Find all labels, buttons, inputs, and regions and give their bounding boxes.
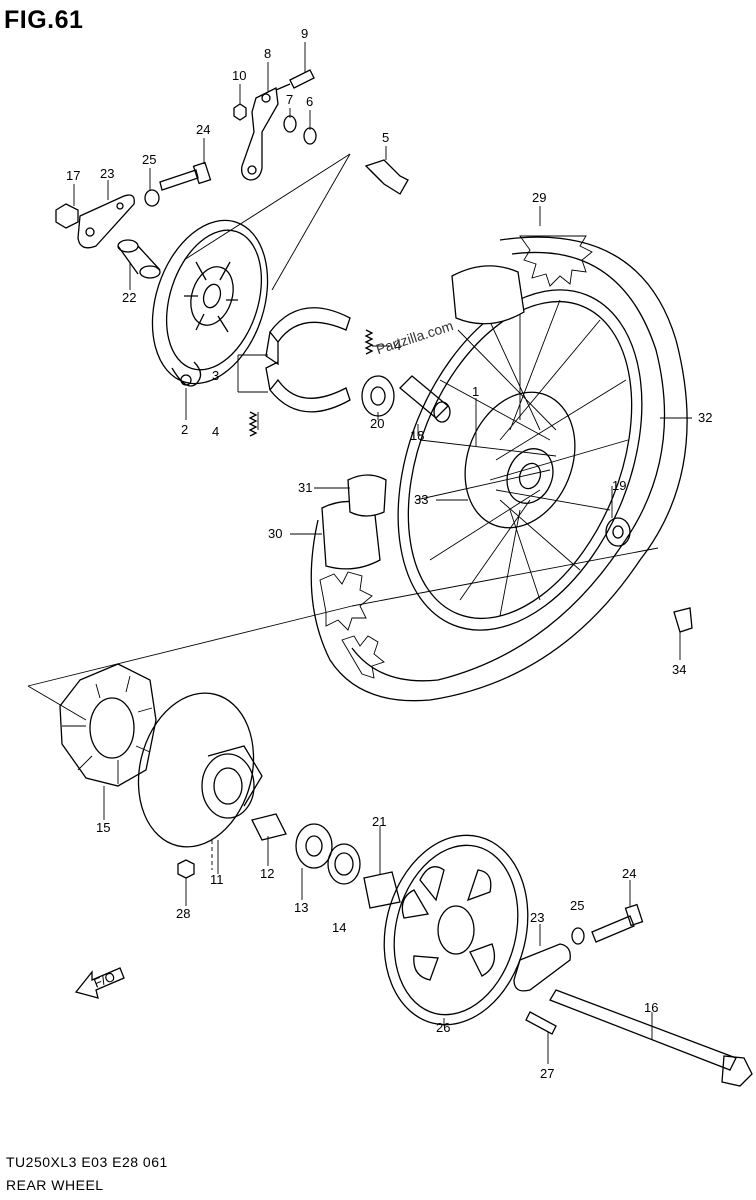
callout-34: 34: [672, 662, 686, 677]
callout-24b: 24: [622, 866, 636, 881]
brake-springs: [248, 329, 374, 437]
rear-sprocket: [383, 834, 529, 1026]
tire: [310, 235, 688, 702]
direction-label: F/O: [92, 969, 118, 991]
callout-15: 15: [96, 820, 110, 835]
callout-21: 21: [372, 814, 386, 829]
callout-29: 29: [532, 190, 546, 205]
callout-5: 5: [382, 130, 389, 145]
callout-6: 6: [306, 94, 313, 109]
inner-tube: [321, 265, 525, 570]
callout-16: 16: [644, 1000, 658, 1015]
figure-name-caption: REAR WHEEL: [6, 1177, 104, 1193]
callout-12: 12: [260, 866, 274, 881]
callout-33: 33: [414, 492, 428, 507]
model-code-caption: TU250XL3 E03 E28 061: [6, 1154, 168, 1170]
callout-26: 26: [436, 1020, 450, 1035]
callout-11: 11: [210, 872, 224, 887]
callout-18: 18: [410, 428, 424, 443]
brake-shoes: [237, 307, 351, 413]
brake-panel: [151, 219, 269, 387]
callout-3: 3: [212, 368, 219, 383]
figure-title: FIG.61: [4, 6, 84, 34]
callout-9: 9: [301, 26, 308, 41]
forward-arrow-icon: F/O: [74, 967, 125, 999]
callout-22: 22: [122, 290, 136, 305]
torque-link-parts: [55, 161, 212, 279]
callout-17: 17: [66, 168, 80, 183]
callout-4b: 4: [212, 424, 219, 439]
wheel-rim-and-spokes: [397, 289, 643, 631]
callout-10: 10: [232, 68, 246, 83]
callout-30: 30: [268, 526, 282, 541]
callout-2: 2: [181, 422, 188, 437]
callout-13: 13: [294, 900, 308, 915]
chain-adjuster-and-axle: [513, 903, 753, 1087]
callout-1: 1: [472, 384, 479, 399]
callout-28: 28: [176, 906, 190, 921]
rubber-damper: [59, 663, 157, 787]
callout-numbers: 1 2 3 4 4 5 6 7 8 9 10 11 12 13 14 15 16…: [66, 26, 712, 1081]
callout-23a: 23: [100, 166, 114, 181]
hub-bearings: [361, 375, 631, 547]
callout-4a: 4: [394, 338, 401, 353]
callout-20: 20: [370, 416, 384, 431]
brake-cam-lever: [233, 69, 317, 181]
callout-32: 32: [698, 410, 712, 425]
assembly-guide-lines: [27, 153, 659, 870]
callout-25b: 25: [570, 898, 584, 913]
callout-27: 27: [540, 1066, 554, 1081]
valve-cap: [673, 607, 693, 633]
callout-31: 31: [298, 480, 312, 495]
wear-indicator: [364, 159, 409, 195]
callout-7: 7: [286, 92, 293, 107]
callout-19: 19: [612, 478, 626, 493]
callout-8: 8: [264, 46, 271, 61]
callout-25a: 25: [142, 152, 156, 167]
callout-24a: 24: [196, 122, 210, 137]
sprocket-mounting-drum: [137, 692, 263, 879]
drum-bearings: [251, 813, 401, 909]
callout-leaders: [73, 42, 692, 1064]
callout-23b: 23: [530, 910, 544, 925]
callout-14: 14: [332, 920, 346, 935]
